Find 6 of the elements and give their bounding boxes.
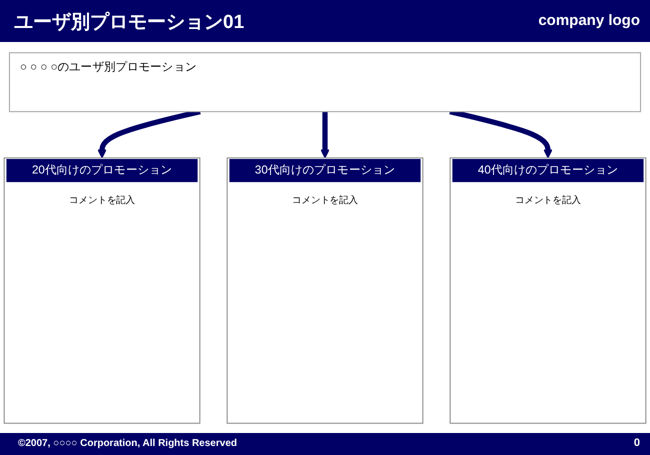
header-label: company logo xyxy=(538,12,640,29)
copyright-notice: ©2007, ○○○○ Corporation, All Rights Reserved xyxy=(18,438,237,449)
arrow xyxy=(320,112,330,158)
page-title: ユーザ別プロモーション01 xyxy=(14,10,244,35)
node-box: ○ ○ ○ ○のユーザ別プロモーション xyxy=(8,52,642,112)
page-number: 0 xyxy=(634,437,640,449)
